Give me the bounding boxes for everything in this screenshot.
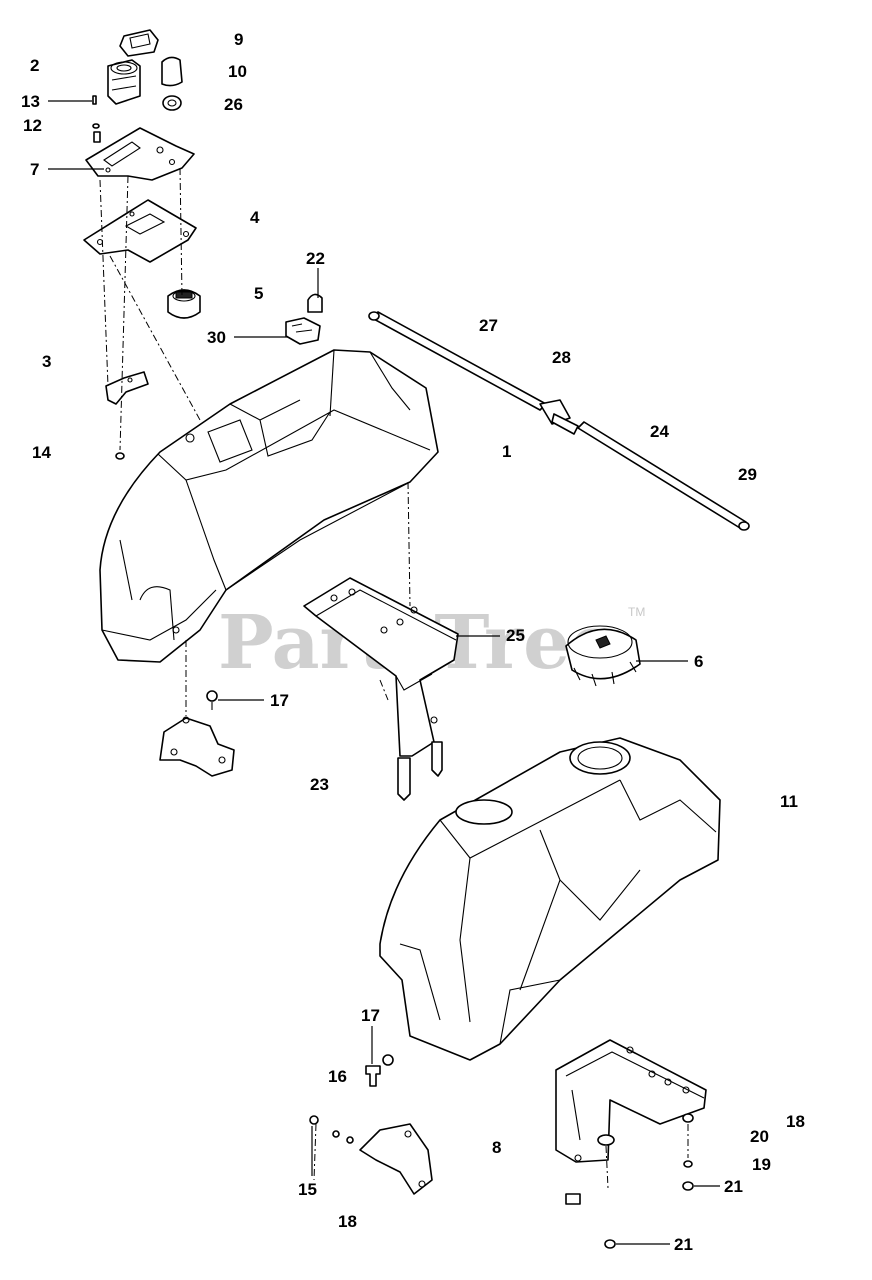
callout-28: 28 <box>552 348 571 367</box>
callout-4: 4 <box>250 208 260 227</box>
callout-29: 29 <box>738 465 757 484</box>
callout-8: 8 <box>492 1138 501 1157</box>
callout-27: 27 <box>479 316 498 335</box>
part-1-console <box>99 349 439 716</box>
callout-17-upper: 17 <box>270 691 289 710</box>
callout-20: 20 <box>750 1127 769 1146</box>
callout-10: 10 <box>228 62 247 81</box>
part-14-nut <box>115 452 125 460</box>
part-2-switch <box>107 59 141 105</box>
callout-25: 25 <box>506 626 525 645</box>
callout-19: 19 <box>752 1155 771 1174</box>
part-12-washer <box>92 123 100 129</box>
callout-18-lower: 18 <box>338 1212 357 1231</box>
part-11-tank <box>379 737 721 1061</box>
callout-9: 9 <box>234 30 243 49</box>
callout-5: 5 <box>254 284 263 303</box>
part-18-bracket <box>555 1039 707 1249</box>
part-29-end <box>738 521 750 531</box>
callout-17-lower: 17 <box>361 1006 380 1025</box>
callout-15: 15 <box>298 1180 317 1199</box>
callout-1: 1 <box>502 442 511 461</box>
callout-7: 7 <box>30 160 39 179</box>
callout-2: 2 <box>30 56 39 75</box>
connector-parts <box>285 293 323 345</box>
callout-13: 13 <box>21 92 40 111</box>
part-10-knob <box>161 56 183 87</box>
part-17-nut-lower <box>382 1054 394 1066</box>
callout-6: 6 <box>694 652 703 671</box>
callout-14: 14 <box>32 443 51 462</box>
leader-lines <box>48 100 720 1245</box>
part-6-cap <box>565 625 641 687</box>
callout-labels: 2 9 10 13 12 26 7 4 22 5 30 27 3 28 14 2… <box>21 30 805 1254</box>
part-23-stud <box>397 757 411 801</box>
part-16-bolt <box>365 1065 381 1087</box>
upper-mount <box>159 690 235 777</box>
part-17-bolt-upper <box>206 690 218 702</box>
callout-23: 23 <box>310 775 329 794</box>
callout-22: 22 <box>306 249 325 268</box>
callout-16: 16 <box>328 1067 347 1086</box>
part-21-nut-upper <box>682 1181 694 1191</box>
part-13-screw <box>92 95 97 105</box>
fuel-line <box>368 311 750 531</box>
part-4-plate <box>83 199 197 263</box>
part-22-clip <box>307 293 323 313</box>
callout-11: 11 <box>780 792 798 811</box>
part-3-latch <box>105 371 149 405</box>
part-8-bracket <box>309 1115 433 1195</box>
callout-30: 30 <box>207 328 226 347</box>
part-9-cap <box>119 29 159 57</box>
part-25-bracket <box>303 577 459 801</box>
watermark-trademark: TM <box>628 605 645 619</box>
callout-24: 24 <box>650 422 669 441</box>
callout-26: 26 <box>224 95 243 114</box>
part-7-bracket <box>85 127 195 181</box>
part-21-nut-lower <box>604 1239 616 1249</box>
callout-12: 12 <box>23 116 42 135</box>
part-26-nut <box>162 95 182 111</box>
callout-18-right: 18 <box>786 1112 805 1131</box>
callout-3: 3 <box>42 352 51 371</box>
lower-hardware <box>365 1054 394 1087</box>
key-switch-assembly <box>83 29 201 460</box>
callout-21-lower: 21 <box>674 1235 693 1254</box>
callout-21-upper: 21 <box>724 1177 743 1196</box>
